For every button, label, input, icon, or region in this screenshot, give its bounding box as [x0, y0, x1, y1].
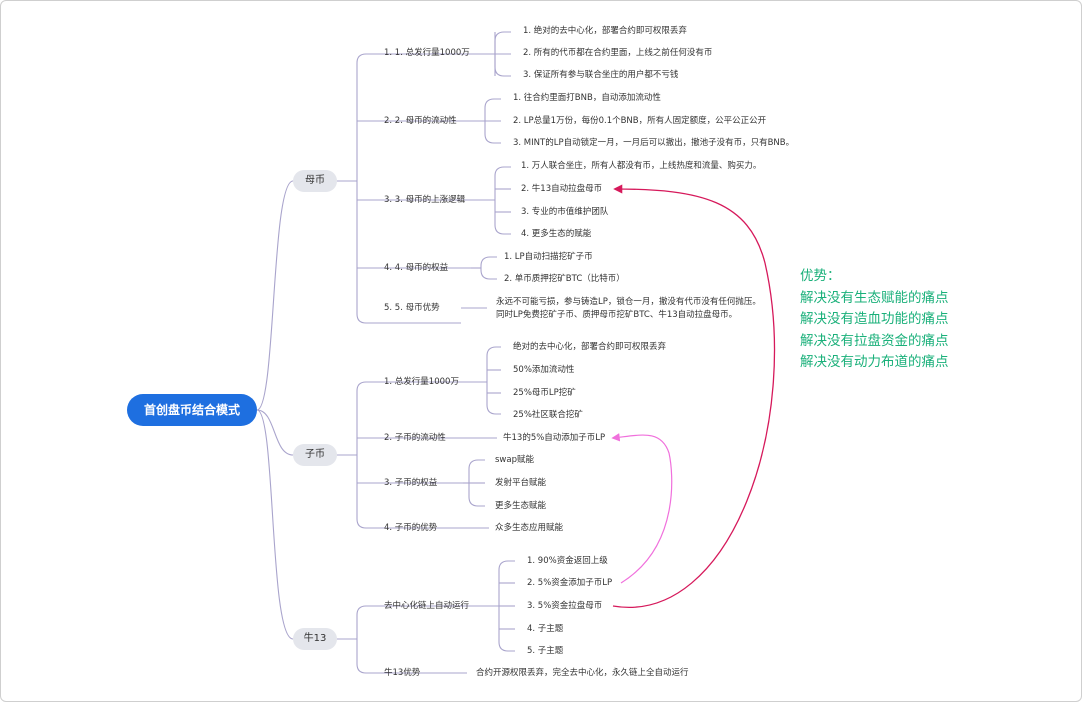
mu-b1-item-1[interactable]: 1. 绝对的去中心化，部署合约即可权限丢弃: [523, 26, 687, 36]
node-mu[interactable]: 母币: [293, 170, 337, 192]
niu-d1-item-3[interactable]: 3. 5%资金拉盘母币: [527, 601, 603, 611]
red-arrow: [612, 184, 776, 609]
mu-b4-item-2[interactable]: 2. 单币质押挖矿BTC（比特币）: [504, 274, 625, 284]
zi-c3-item-1[interactable]: swap赋能: [495, 455, 534, 465]
advantage-line-1: 解决没有生态赋能的痛点: [800, 289, 949, 306]
mu-branch-3[interactable]: 3. 3. 母币的上涨逻辑: [384, 195, 466, 205]
mu-branch-4[interactable]: 4. 4. 母币的权益: [384, 263, 449, 273]
advantages-note: 优势： 解决没有生态赋能的痛点 解决没有造血功能的痛点 解决没有拉盘资金的痛点 …: [800, 266, 949, 374]
node-niu[interactable]: 牛13: [293, 628, 337, 650]
niu-d2-item[interactable]: 合约开源权限丢弃，完全去中心化，永久链上全自动运行: [476, 668, 689, 678]
pink-arrow: [611, 433, 673, 584]
zi-c1-item-1[interactable]: 绝对的去中心化，部署合约即可权限丢弃: [513, 342, 667, 352]
advantage-line-4: 解决没有动力布道的痛点: [800, 354, 949, 370]
zi-branch-2[interactable]: 2. 子币的流动性: [384, 433, 446, 443]
mu-branch-5[interactable]: 5. 5. 母币优势: [384, 303, 440, 313]
mu-b4-item-1[interactable]: 1. LP自动扫描挖矿子币: [504, 252, 593, 262]
mu-b5-text-1[interactable]: 永远不可能亏损，参与铸造LP，锁仓一月，撤没有代币没有任何抛压。: [496, 297, 761, 307]
zi-branch-4[interactable]: 4. 子币的优势: [384, 523, 438, 533]
mu-branch-1[interactable]: 1. 1. 总发行量1000万: [384, 48, 470, 58]
mu-b2-item-2[interactable]: 2. LP总量1万份，每份0.1个BNB，所有人固定额度，公平公正公开: [513, 116, 767, 126]
advantage-line-3: 解决没有拉盘资金的痛点: [800, 332, 949, 349]
zi-branch-3[interactable]: 3. 子币的权益: [384, 478, 438, 488]
zi-branch-1[interactable]: 1. 总发行量1000万: [384, 377, 459, 387]
mu-b1-item-3[interactable]: 3. 保证所有参与联合坐庄的用户都不亏钱: [523, 70, 679, 80]
mu-b1-item-2[interactable]: 2. 所有的代币都在合约里面，上线之前任何没有币: [523, 48, 713, 58]
zi-c1-item-3[interactable]: 25%母币LP挖矿: [513, 388, 576, 398]
zi-c4-item[interactable]: 众多生态应用赋能: [495, 523, 564, 533]
mu-b2-item-1[interactable]: 1. 往合约里面打BNB，自动添加流动性: [513, 93, 661, 103]
root-node[interactable]: 首创盘币结合模式: [127, 394, 257, 426]
node-zi[interactable]: 子币: [293, 444, 337, 466]
niu-d1-item-4[interactable]: 4. 子主题: [527, 624, 564, 634]
zi-c3-item-3[interactable]: 更多生态赋能: [495, 501, 547, 511]
mu-b3-item-2[interactable]: 2. 牛13自动拉盘母币: [521, 184, 603, 194]
mu-branch-2[interactable]: 2. 2. 母币的流动性: [384, 116, 457, 126]
niu-d1-item-1[interactable]: 1. 90%资金返回上级: [527, 556, 608, 566]
advantage-line-2: 解决没有造血功能的痛点: [800, 311, 949, 327]
zi-c1-item-2[interactable]: 50%添加流动性: [513, 365, 575, 375]
mu-b3-item-4[interactable]: 4. 更多生态的赋能: [521, 229, 592, 239]
mu-b5-text-2[interactable]: 同时LP免费挖矿子币、质押母币挖矿BTC、牛13自动拉盘母币。: [496, 310, 738, 320]
mu-b3-item-3[interactable]: 3. 专业的市值维护团队: [521, 207, 609, 217]
mu-b3-item-1[interactable]: 1. 万人联合坐庄，所有人都没有币，上线热度和流量、购买力。: [521, 161, 762, 171]
niu-branch-2[interactable]: 牛13优势: [384, 668, 421, 678]
niu-d1-item-5[interactable]: 5. 子主题: [527, 646, 564, 656]
mu-b2-item-3[interactable]: 3. MINT的LP自动锁定一月，一月后可以撤出，撤池子没有币，只有BNB。: [513, 138, 795, 148]
advantages-title: 优势：: [800, 268, 841, 284]
zi-c3-item-2[interactable]: 发射平台赋能: [495, 478, 547, 488]
zi-c2-item[interactable]: 牛13的5%自动添加子币LP: [503, 433, 606, 443]
niu-branch-1[interactable]: 去中心化链上自动运行: [384, 601, 470, 611]
niu-d1-item-2[interactable]: 2. 5%资金添加子币LP: [527, 578, 613, 588]
zi-c1-item-4[interactable]: 25%社区联合挖矿: [513, 410, 583, 420]
